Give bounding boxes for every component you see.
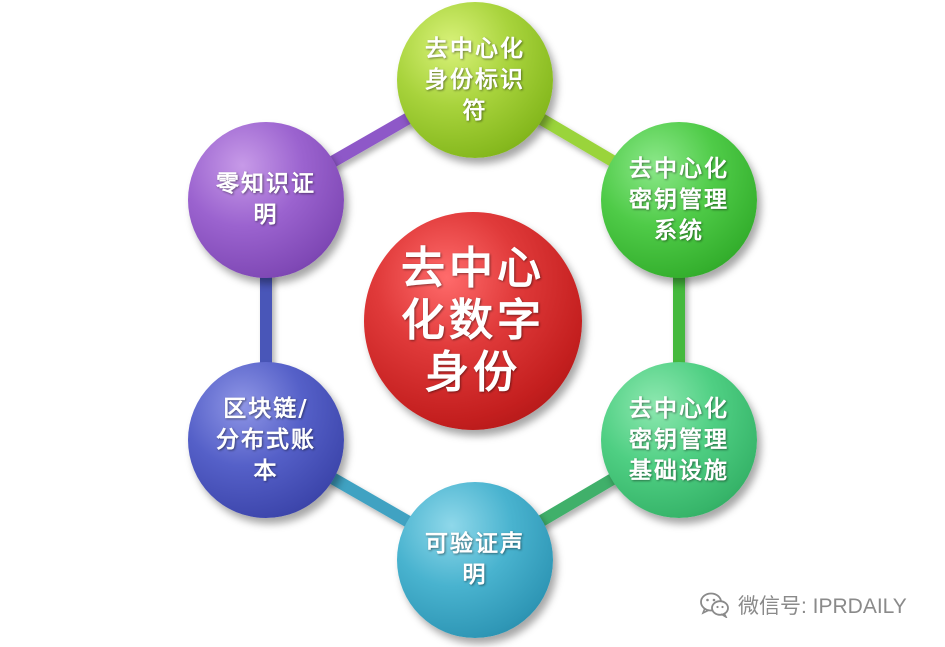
node-zero-knowledge-proof: 零知识证 明 <box>188 122 344 278</box>
node-label: 零知识证 明 <box>216 171 316 228</box>
center-node-decentralized-digital-identity: 去中心 化数字 身份 <box>364 212 582 430</box>
wechat-watermark: 微信号: IPRDAILY <box>700 588 907 622</box>
node-label: 去中心化 身份标识 符 <box>425 35 525 124</box>
node-decentralized-pki: 去中心化 密钥管理 基础设施 <box>601 362 757 518</box>
node-verifiable-credential: 可验证声 明 <box>397 482 553 638</box>
watermark-text: 微信号: IPRDAILY <box>738 595 907 618</box>
node-label: 去中心化 密钥管理 基础设施 <box>629 395 729 484</box>
node-label: 可验证声 明 <box>425 531 525 588</box>
wechat-icon <box>700 592 729 618</box>
node-label: 区块链/ 分布式账 本 <box>216 395 316 484</box>
center-node-label: 去中心 化数字 身份 <box>401 243 545 398</box>
node-decentralized-key-management-system: 去中心化 密钥管理 系统 <box>601 122 757 278</box>
node-decentralized-identifier: 去中心化 身份标识 符 <box>397 2 553 158</box>
node-blockchain-ledger: 区块链/ 分布式账 本 <box>188 362 344 518</box>
node-label: 去中心化 密钥管理 系统 <box>629 155 729 244</box>
